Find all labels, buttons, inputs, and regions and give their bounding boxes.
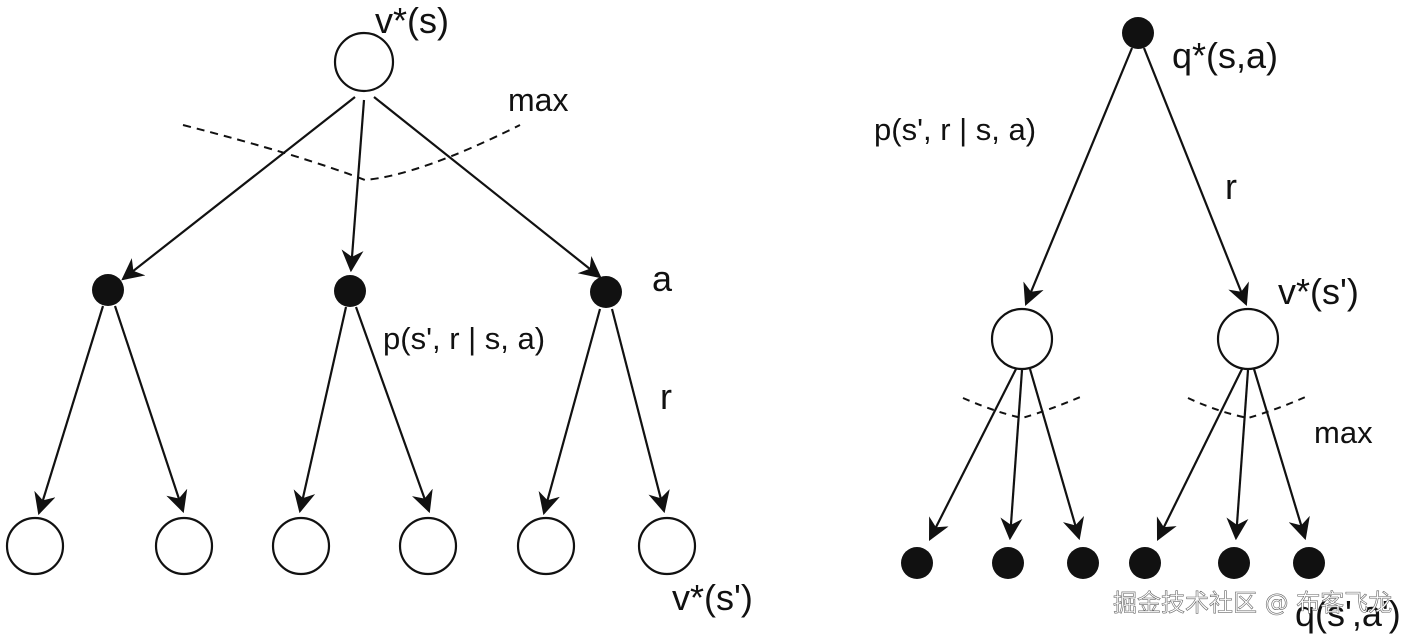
leaf-action-node-1 bbox=[901, 547, 933, 579]
leaf-state-node-2 bbox=[154, 516, 214, 576]
leaf-label: v*(s') bbox=[672, 577, 753, 618]
edge-root-state-1 bbox=[1023, 47, 1134, 307]
leaf-action-node-5 bbox=[1218, 547, 1250, 579]
edge-s1-leaf-2 bbox=[1000, 369, 1024, 541]
edge-s1-leaf-1 bbox=[929, 368, 1017, 541]
max-dashed-arc-1 bbox=[962, 394, 1086, 420]
edge-s2-leaf-6 bbox=[1252, 368, 1310, 541]
action-node-2 bbox=[334, 275, 366, 307]
max-dashed-arc-2 bbox=[1187, 394, 1311, 420]
leaf-action-node-4 bbox=[1129, 547, 1161, 579]
leaf-state-node-4 bbox=[398, 516, 458, 576]
action-node-3 bbox=[590, 276, 622, 308]
reward-label: r bbox=[660, 376, 672, 417]
leaf-action-node-3 bbox=[1067, 547, 1099, 579]
leaf-state-node-1 bbox=[5, 516, 65, 576]
edge-root-action-2 bbox=[341, 99, 366, 273]
action-node-1 bbox=[92, 274, 124, 306]
root-action-node bbox=[1122, 17, 1154, 49]
state-node-1 bbox=[990, 307, 1054, 371]
leaf-action-node-6 bbox=[1293, 547, 1325, 579]
root-label: q*(s,a) bbox=[1172, 35, 1278, 76]
state-label: v*(s') bbox=[1278, 271, 1359, 312]
edge-root-action-1 bbox=[121, 96, 356, 281]
max-label: max bbox=[508, 82, 568, 118]
leaf-label: q(s',a') bbox=[1295, 593, 1401, 634]
edge-a2-leaf-3 bbox=[293, 306, 348, 514]
max-label: max bbox=[1314, 415, 1373, 450]
action-label: a bbox=[652, 258, 673, 299]
right-diagram: q*(s,a) p(s', r | s, a) r v*(s') max q(s… bbox=[874, 17, 1401, 634]
transition-label: p(s', r | s, a) bbox=[874, 112, 1036, 147]
edge-a3-leaf-6 bbox=[610, 308, 670, 514]
edge-s2-leaf-5 bbox=[1226, 369, 1250, 541]
root-state-node bbox=[333, 31, 395, 93]
edge-a1-leaf-1 bbox=[34, 305, 105, 516]
edge-s2-leaf-4 bbox=[1156, 368, 1243, 541]
edge-a2-leaf-4 bbox=[354, 306, 433, 514]
root-label: v*(s) bbox=[375, 0, 449, 41]
leaf-state-node-6 bbox=[637, 516, 697, 576]
edge-a1-leaf-2 bbox=[113, 305, 188, 514]
leaf-action-node-2 bbox=[992, 547, 1024, 579]
transition-label: p(s', r | s, a) bbox=[383, 321, 545, 356]
leaf-state-node-5 bbox=[516, 516, 576, 576]
edge-root-action-3 bbox=[373, 96, 602, 279]
reward-label: r bbox=[1225, 166, 1237, 207]
state-node-2 bbox=[1216, 307, 1280, 371]
leaf-state-node-3 bbox=[271, 516, 331, 576]
watermark: 掘金技术社区 @ 布客飞龙 bbox=[1113, 589, 1392, 617]
edge-s1-leaf-3 bbox=[1028, 368, 1085, 541]
edge-a3-leaf-5 bbox=[538, 308, 602, 516]
left-diagram: v*(s) max a p(s', r | s, a) r v*(s') bbox=[5, 0, 753, 618]
edge-root-state-2 bbox=[1142, 47, 1249, 307]
